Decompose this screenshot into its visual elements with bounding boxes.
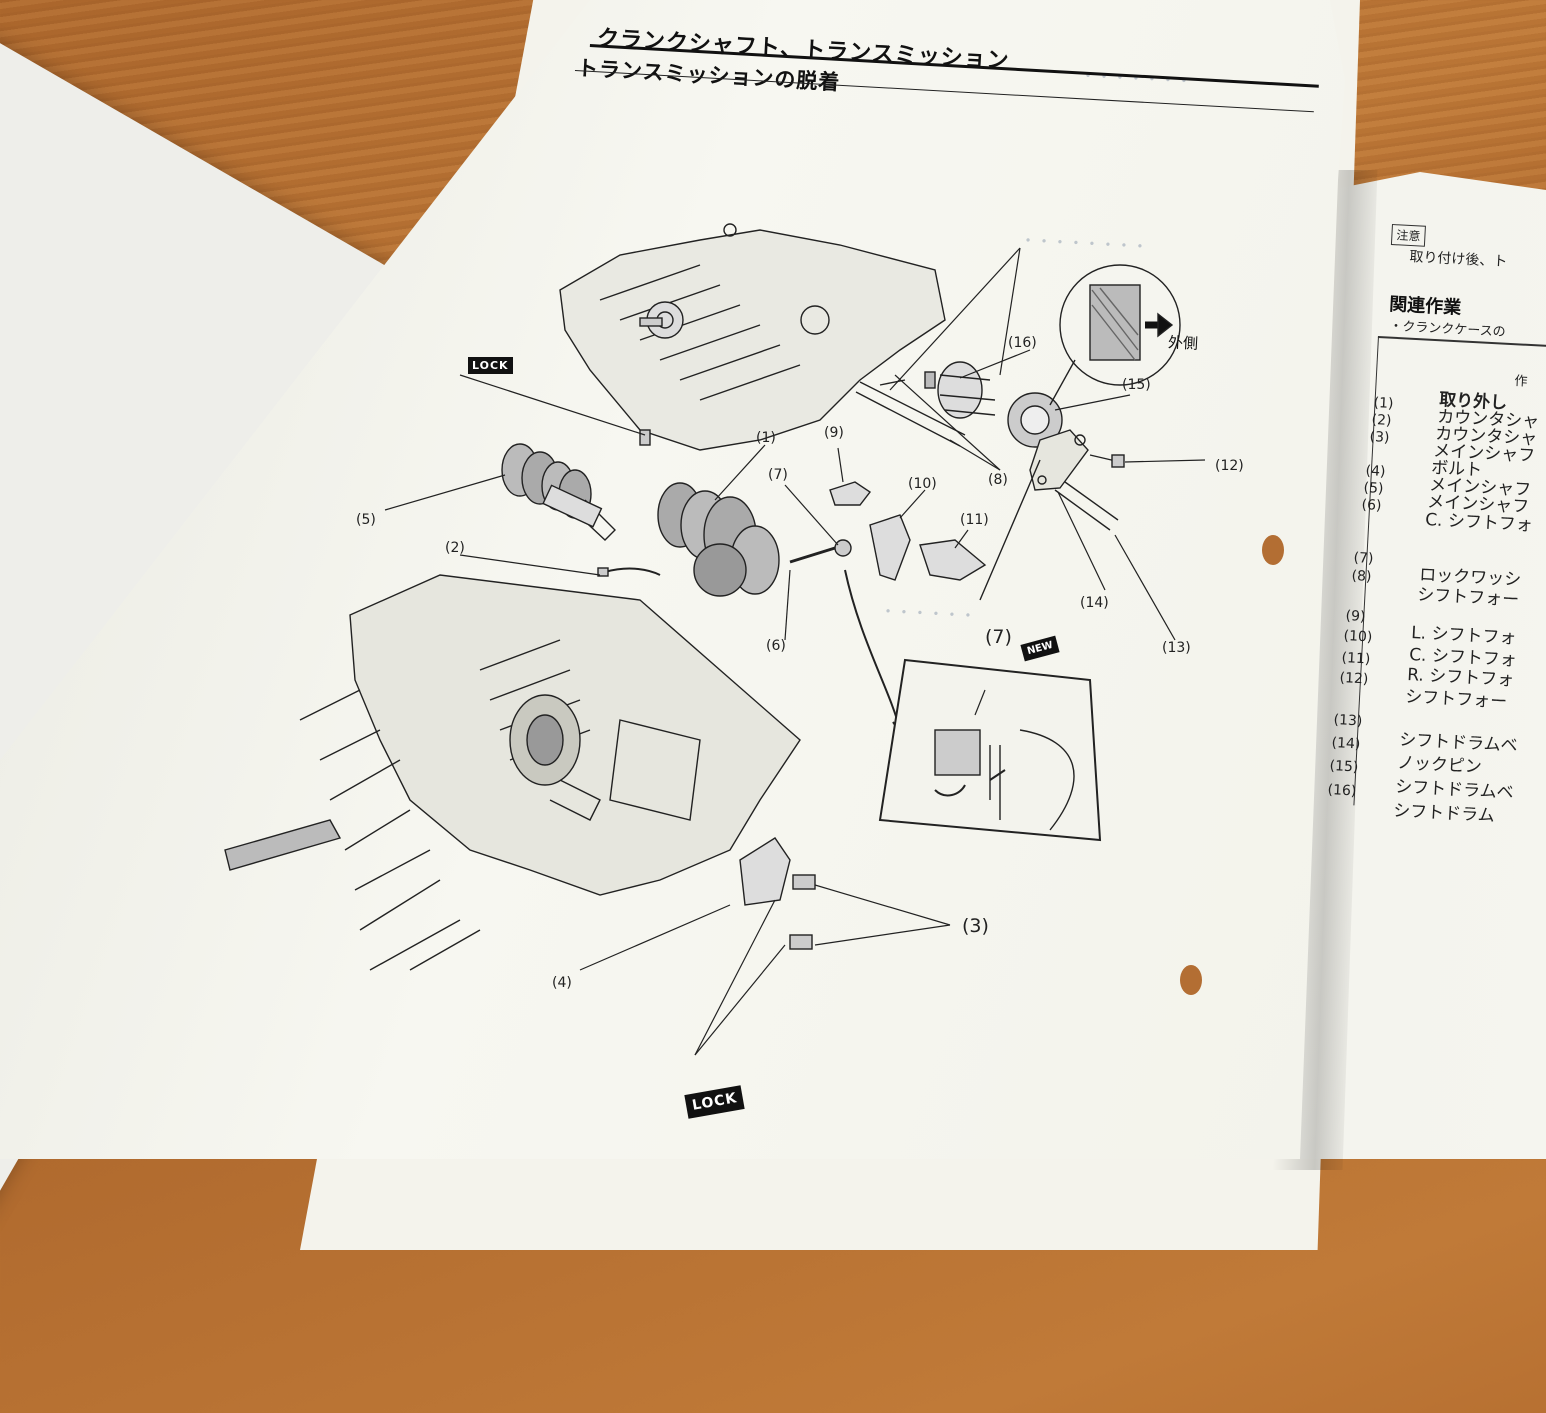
callout-15: (15) [1122,377,1151,393]
row-num: (3) [1369,429,1390,447]
row-num: (11) [1341,650,1371,668]
lock-badge: LOCK [468,357,513,374]
row-num: (14) [1331,735,1361,753]
callout-6: (6) [766,638,786,654]
callout-12: (12) [1215,458,1244,474]
callout-11: (11) [960,512,989,528]
row-num: (12) [1339,670,1369,688]
callout-9: (9) [824,425,844,441]
callout-16: (16) [1008,335,1037,351]
outer-side-label: 外側 [1167,333,1199,353]
callout-1: (1) [756,430,776,446]
callout-2: (2) [445,540,465,556]
callout-8: (8) [988,472,1008,488]
row-num: (1) [1373,395,1394,413]
binding-hole [1180,965,1202,995]
right-page [1295,172,1546,1159]
row-num: (2) [1371,412,1392,430]
row-num: (15) [1329,758,1359,776]
row-text: シフトフォー [1416,584,1520,611]
callout-4: (4) [552,975,572,991]
row-num: (13) [1333,712,1363,730]
caution-box: 注意 [1390,224,1426,247]
callout-10: (10) [908,476,937,492]
callout-5: (5) [356,512,376,528]
row-num: (6) [1361,497,1382,515]
callout-7-detail: (7) [985,626,1012,648]
callout-7: (7) [768,467,788,483]
callout-14: (14) [1080,595,1109,611]
row-num: (16) [1327,782,1357,800]
callout-3: (3) [962,915,989,937]
row-num: (4) [1365,463,1386,481]
caution-label: 注意 [1396,228,1421,244]
binding-hole [1262,535,1284,565]
transmission-exploded-diagram [224,223,1206,1056]
row-text: シフトフォー [1404,686,1508,713]
row-num: (5) [1363,480,1384,498]
row-num: (7) [1353,550,1374,568]
callout-13: (13) [1162,640,1191,656]
row-text: シフトドラム [1392,800,1496,827]
row-num: (10) [1343,628,1373,646]
table-header: 作 [1514,373,1528,390]
row-num: (8) [1351,568,1372,586]
row-num: (9) [1345,608,1366,626]
